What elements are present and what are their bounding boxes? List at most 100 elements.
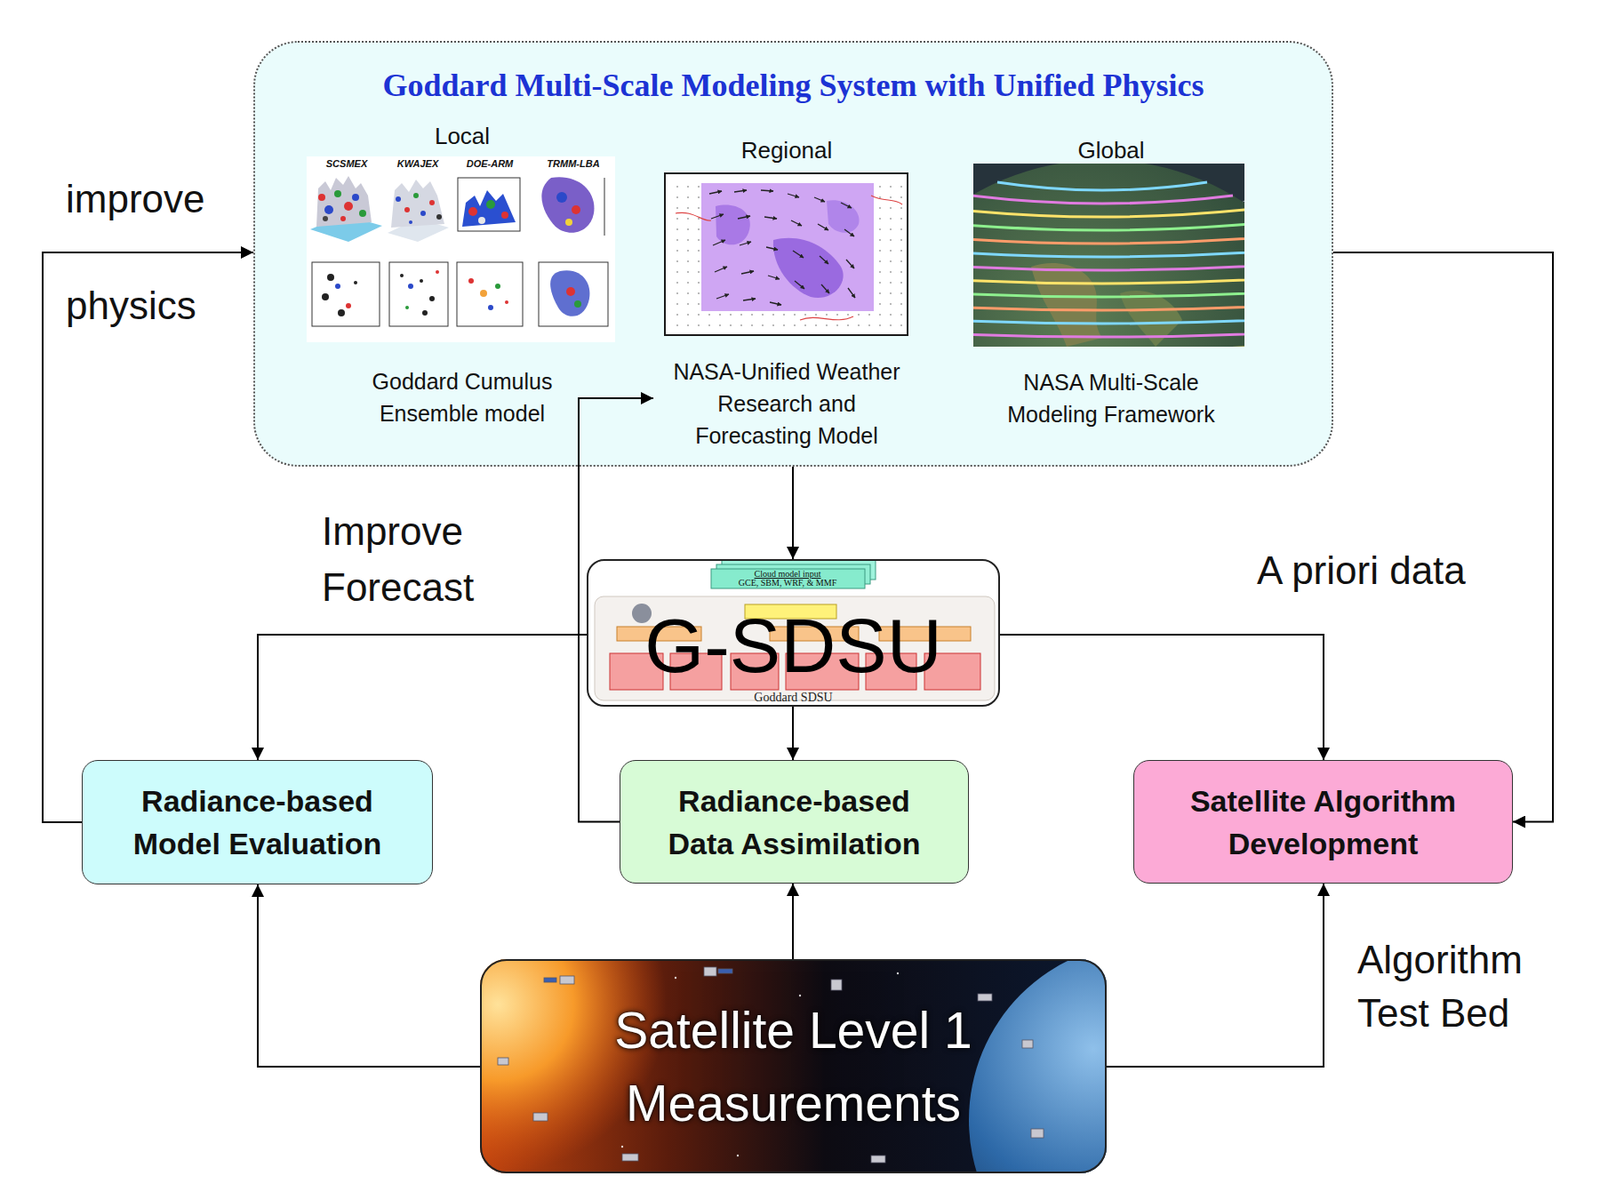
decor-rect (457, 177, 520, 232)
decor-path (819, 256, 829, 264)
edge-label: Improve Forecast (321, 503, 500, 616)
decor-path (768, 275, 780, 280)
decor-circle (359, 209, 367, 217)
decor-path (973, 328, 1245, 337)
decor-path (714, 266, 728, 272)
decor-path (743, 298, 756, 301)
decor-path (550, 270, 590, 317)
decor-path (821, 284, 830, 294)
panel-caption: DOE-ARM (466, 158, 514, 169)
decor-path (462, 190, 516, 227)
decor-rect (718, 968, 733, 974)
model-caption: NASA-Unified Weather Research and Foreca… (660, 355, 913, 452)
decor-circle (429, 200, 435, 206)
panel-caption: KWAJEX (397, 158, 439, 169)
flow-arrow (792, 466, 794, 560)
decor-path (787, 193, 800, 198)
decor-path (541, 176, 594, 233)
decor-circle (337, 309, 345, 317)
decor-path (973, 315, 1245, 324)
decor-path (716, 294, 729, 299)
decor-circle (413, 192, 419, 199)
decor-circle (574, 300, 582, 308)
decor-circle (345, 303, 352, 309)
sdsu-diagram-figure (587, 560, 1000, 706)
decor-path (973, 248, 1245, 257)
decor-circle (422, 310, 428, 316)
decor-rect (544, 977, 557, 983)
decor-path (973, 235, 1245, 244)
decor-circle (420, 210, 426, 216)
decor-path (840, 202, 852, 208)
decor-circle (419, 279, 424, 283)
decor-rect (587, 560, 1000, 706)
process-label: Radiance-based Model Evaluation (111, 779, 405, 865)
flow-arrow (42, 252, 254, 823)
decor-circle (501, 211, 509, 219)
edge-label: A priori data (1256, 544, 1524, 598)
model-caption: NASA Multi-Scale Modeling Framework (982, 366, 1240, 431)
decor-circle (480, 959, 667, 1174)
satellite-fleet-picture (480, 959, 1107, 1174)
decor-circle (799, 994, 801, 997)
decor-circle (318, 193, 326, 201)
process-box: Radiance-based Model Evaluation (81, 760, 433, 885)
decor-path (316, 176, 372, 227)
decor-rect (533, 1112, 548, 1121)
decor-circle (504, 300, 509, 304)
decor-path (741, 271, 754, 274)
decor-circle (488, 304, 494, 311)
decor-path (792, 250, 804, 258)
decor-rect (977, 993, 992, 1001)
decor-circle (327, 273, 335, 281)
scale-heading: Regional (741, 136, 833, 164)
decor-path (844, 229, 855, 237)
scale-panel: RegionalNASA-Unified Weather Research an… (653, 136, 920, 452)
process-label: Satellite Algorithm Development (1176, 779, 1471, 865)
decor-circle (435, 270, 440, 274)
decor-path (675, 195, 903, 320)
decor-circle (973, 163, 1245, 347)
local-ensemble-figure (306, 156, 616, 343)
decor-circle (486, 200, 496, 209)
source-label: Satellite Level 1 Measurements (562, 993, 1025, 1140)
decor-circle (400, 273, 404, 278)
decor-g (709, 190, 856, 305)
decor-path (391, 179, 445, 228)
simulator-subtitle: Goddard SDSU (588, 690, 999, 705)
panel-caption: SCSMEX (326, 158, 368, 169)
decor-circle (404, 207, 410, 213)
decor-circle (395, 196, 401, 202)
decor-path (817, 224, 829, 231)
decor-circle (429, 296, 435, 302)
decor-rect (622, 1153, 639, 1161)
flow-arrow (1106, 883, 1324, 1067)
flow-arrow (792, 883, 794, 960)
regional-wrf-map (664, 173, 908, 336)
decor-path (814, 197, 825, 202)
decor-path (973, 288, 1245, 297)
decor-path (737, 216, 751, 219)
decor-g (497, 967, 1044, 1163)
input-label: GCE, SBM, WRF, & MMF (738, 578, 837, 588)
decor-rect (456, 262, 523, 327)
process-box: Radiance-based Data Assimilation (619, 760, 969, 884)
decor-path (826, 200, 860, 232)
decor-rect (664, 173, 908, 336)
decor-rect (389, 262, 448, 327)
panel-caption: TRMM-LBA (546, 158, 600, 169)
decor-circle (571, 205, 581, 215)
edge-label: improve physics (65, 145, 244, 360)
decor-circle (896, 972, 899, 975)
decor-circle (340, 216, 346, 222)
decor-circle (335, 283, 341, 289)
panel-title: Goddard Multi-Scale Modeling System with… (255, 65, 1332, 105)
decor-path (1120, 290, 1183, 347)
decor-path (846, 259, 855, 269)
decor-circle (468, 278, 474, 284)
decor-circle (468, 207, 478, 216)
decor-circle (480, 289, 488, 297)
decor-circle (674, 976, 677, 979)
decor-path (739, 241, 752, 246)
decor-path (973, 275, 1245, 284)
